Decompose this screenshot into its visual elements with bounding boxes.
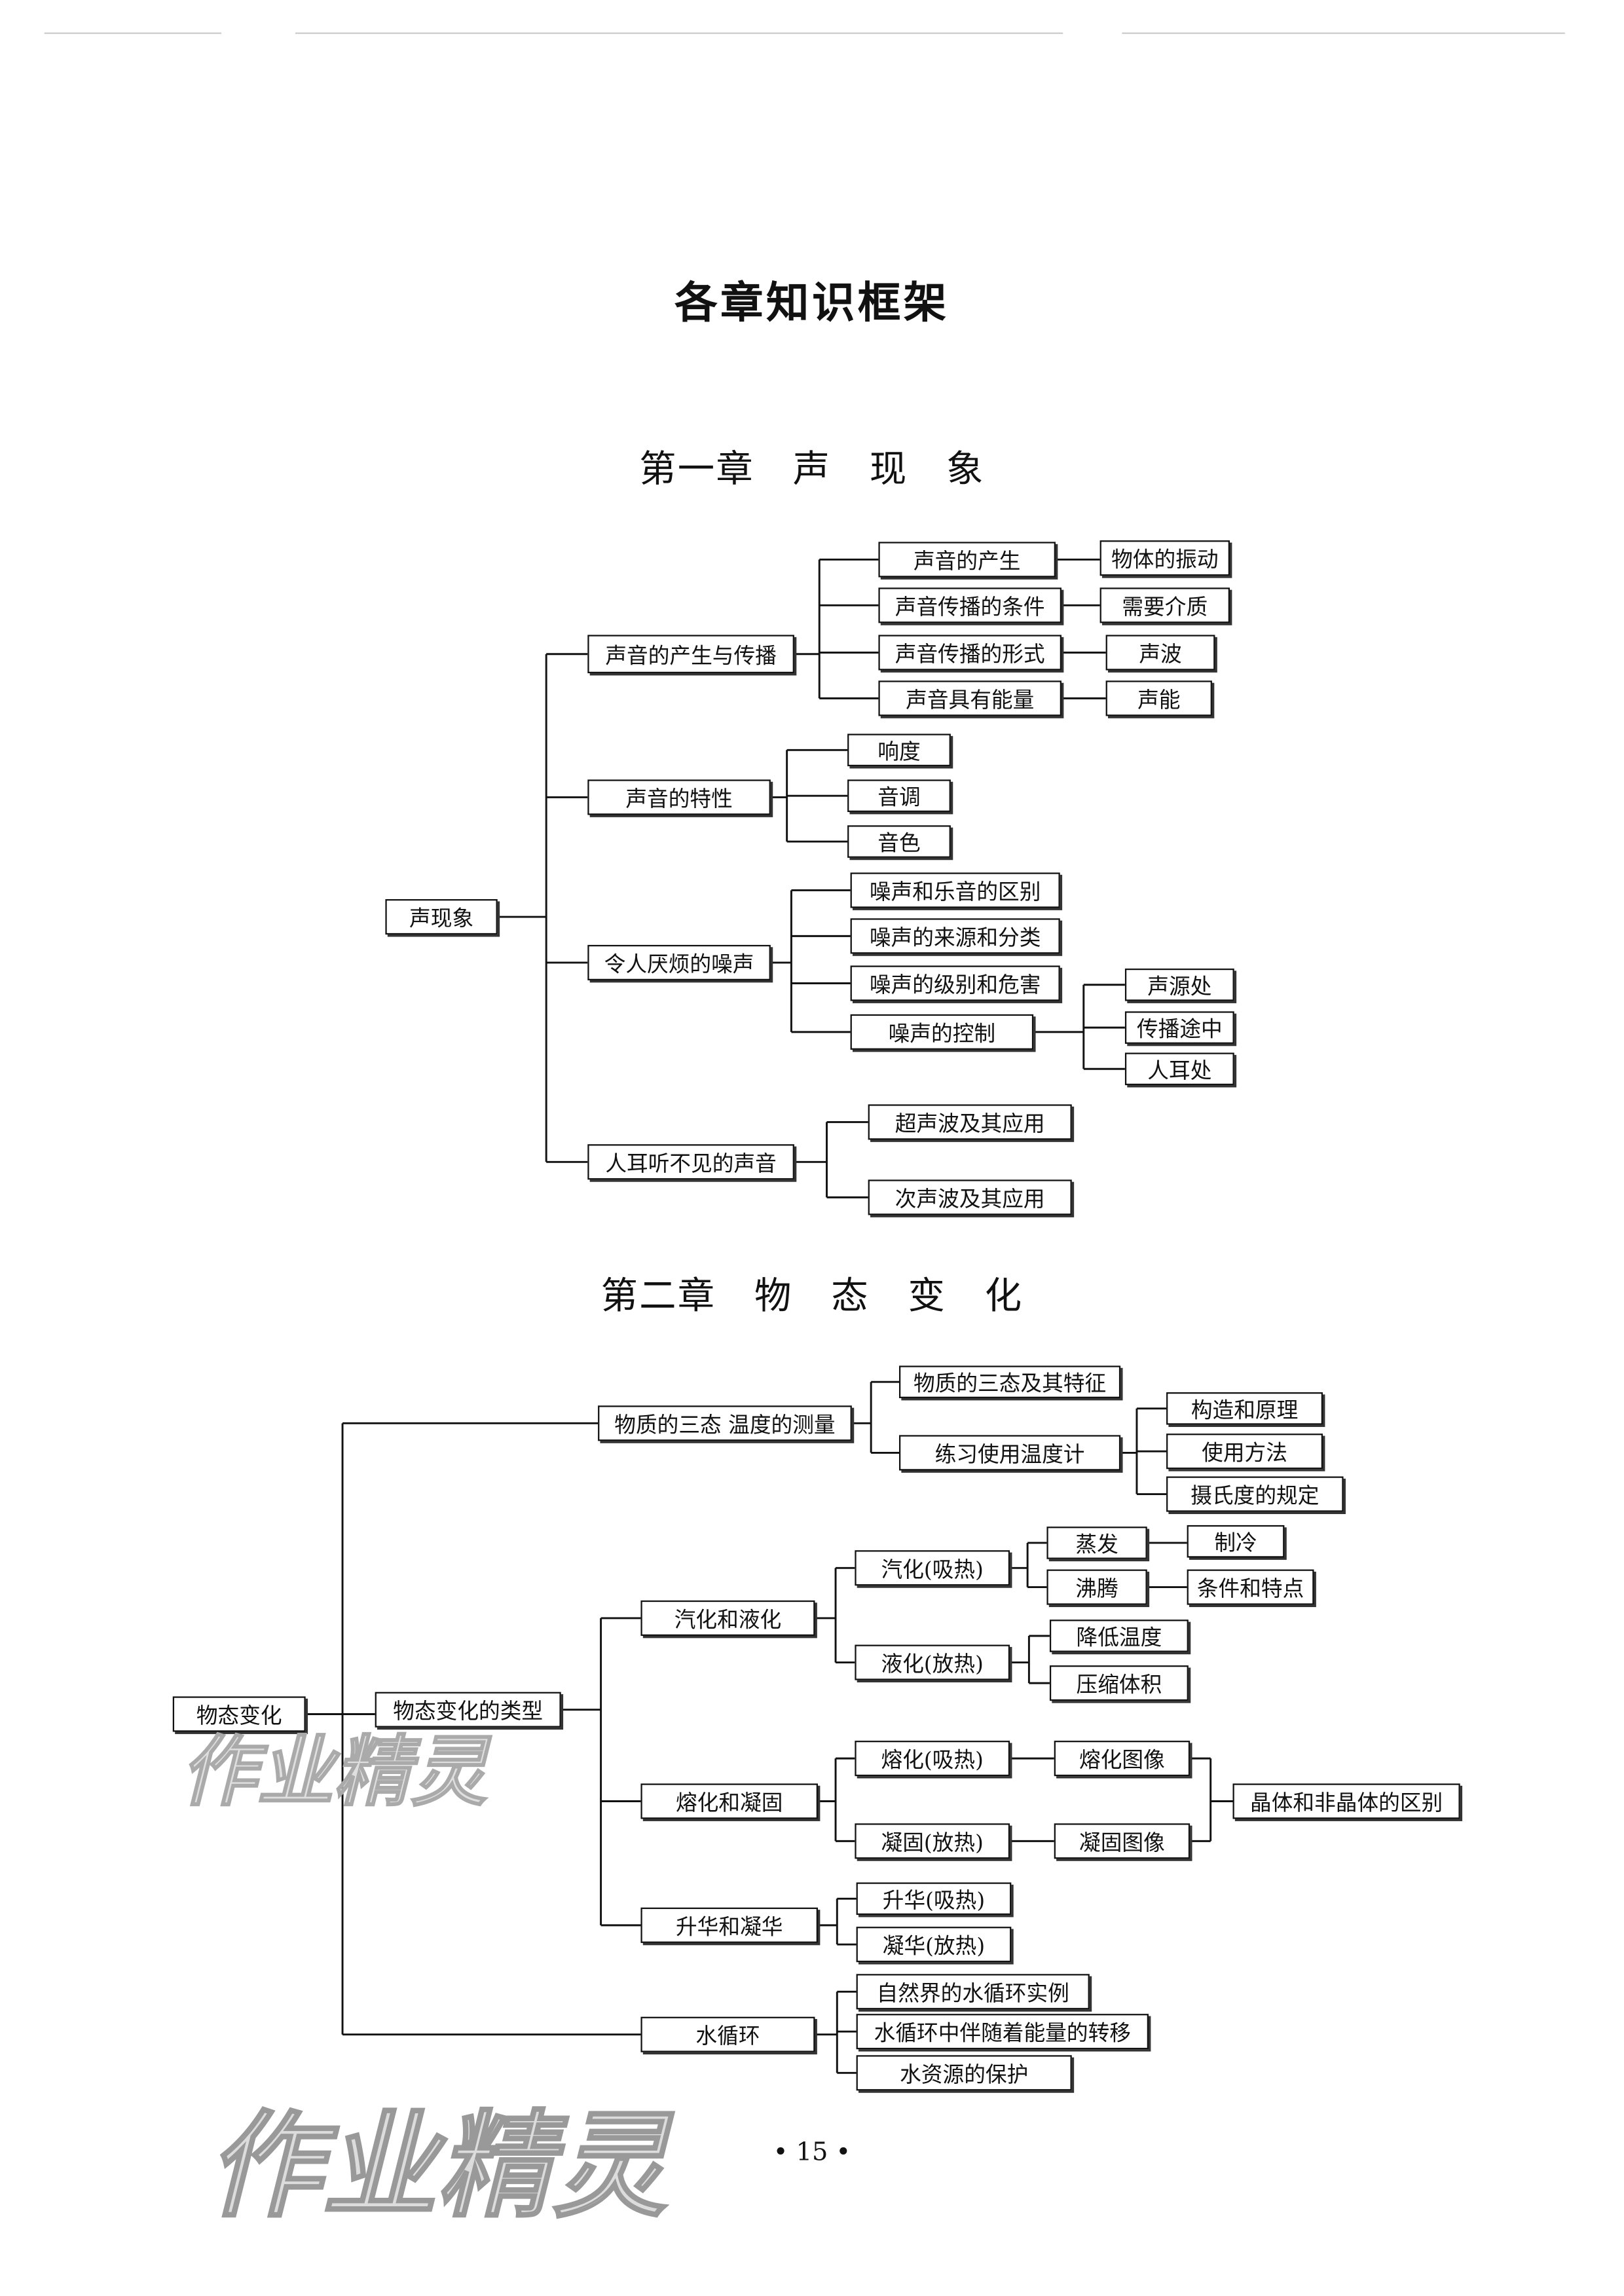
node-box: 凝固图像 (1054, 1823, 1190, 1859)
node-box: 声音的产生 (878, 542, 1056, 578)
chapter1-title: 第一章 声 现 象 (639, 447, 985, 491)
page-title: 各章知识框架 (674, 277, 950, 328)
node-box: 物态变化的类型 (375, 1692, 561, 1728)
node-box: 凝华(放热) (856, 1927, 1012, 1963)
node-box: 水资源的保护 (856, 2055, 1072, 2091)
node-box: 蒸发 (1046, 1527, 1147, 1559)
node-box: 自然界的水循环实例 (856, 1974, 1090, 2010)
node-box: 人耳听不见的声音 (587, 1144, 794, 1180)
node-box: 升华(吸热) (856, 1882, 1012, 1916)
node-box: 凝固(放热) (855, 1823, 1010, 1859)
node-box: 液化(放热) (855, 1644, 1010, 1680)
node-box: 沸腾 (1046, 1569, 1147, 1605)
node-box: 降低温度 (1049, 1620, 1189, 1652)
watermark-small: 作业精灵 (179, 1728, 488, 1819)
node-box: 使用方法 (1166, 1434, 1323, 1470)
node-box: 晶体和非晶体的区别 (1232, 1783, 1460, 1819)
node-box: 噪声的来源和分类 (850, 918, 1060, 954)
watermark: 作业精灵 (206, 2100, 668, 2235)
node-box: 声音传播的条件 (878, 587, 1061, 623)
chapter2-title: 第二章 物 态 变 化 (600, 1274, 1024, 1318)
node-box: 噪声的控制 (850, 1014, 1034, 1050)
node-box: 声音传播的形式 (878, 635, 1061, 671)
node-box: 物质的三态 温度的测量 (598, 1405, 852, 1441)
node-box: 声音的特性 (587, 779, 771, 815)
node-box: 熔化和凝固 (640, 1783, 818, 1819)
node-box: 压缩体积 (1049, 1665, 1189, 1701)
node-box: 声现象 (385, 898, 498, 935)
node-box: 摄氏度的规定 (1166, 1476, 1344, 1512)
node-box: 需要介质 (1099, 587, 1230, 623)
node-box: 物体的振动 (1099, 540, 1230, 576)
node-box: 熔化图像 (1054, 1741, 1190, 1777)
node-box: 人耳处 (1124, 1052, 1234, 1086)
node-box: 条件和特点 (1187, 1569, 1314, 1605)
node-box: 物态变化 (172, 1696, 306, 1732)
node-box: 音调 (847, 779, 951, 812)
node-box: 声音具有能量 (878, 680, 1061, 716)
node-box: 声源处 (1124, 968, 1234, 1001)
node-box: 汽化和液化 (640, 1600, 815, 1636)
node-box: 声波 (1105, 635, 1215, 671)
node-box: 音色 (847, 825, 951, 858)
node-box: 次声波及其应用 (868, 1179, 1072, 1215)
node-box: 汽化(吸热) (855, 1550, 1010, 1586)
node-box: 升华和凝华 (640, 1907, 818, 1943)
node-box: 令人厌烦的噪声 (587, 944, 771, 980)
page-number: • 15 • (773, 2138, 851, 2168)
scan-artifact (44, 32, 222, 34)
node-box: 噪声的级别和危害 (850, 965, 1060, 1001)
scan-artifact (1122, 32, 1565, 34)
node-box: 构造和原理 (1166, 1392, 1323, 1425)
node-box: 熔化(吸热) (855, 1741, 1010, 1777)
node-box: 水循环中伴随着能量的转移 (856, 2014, 1149, 2050)
node-box: 制冷 (1187, 1525, 1285, 1558)
node-box: 物质的三态及其特征 (898, 1365, 1121, 1399)
node-box: 声音的产生与传播 (587, 635, 794, 674)
scan-artifact (295, 32, 1063, 34)
node-box: 水循环 (640, 2016, 815, 2052)
node-box: 噪声和乐音的区别 (850, 872, 1060, 908)
node-box: 练习使用温度计 (898, 1435, 1121, 1471)
node-box: 声能 (1105, 680, 1212, 716)
node-box: 超声波及其应用 (868, 1104, 1072, 1140)
node-box: 传播途中 (1124, 1011, 1234, 1044)
node-box: 响度 (847, 733, 951, 767)
